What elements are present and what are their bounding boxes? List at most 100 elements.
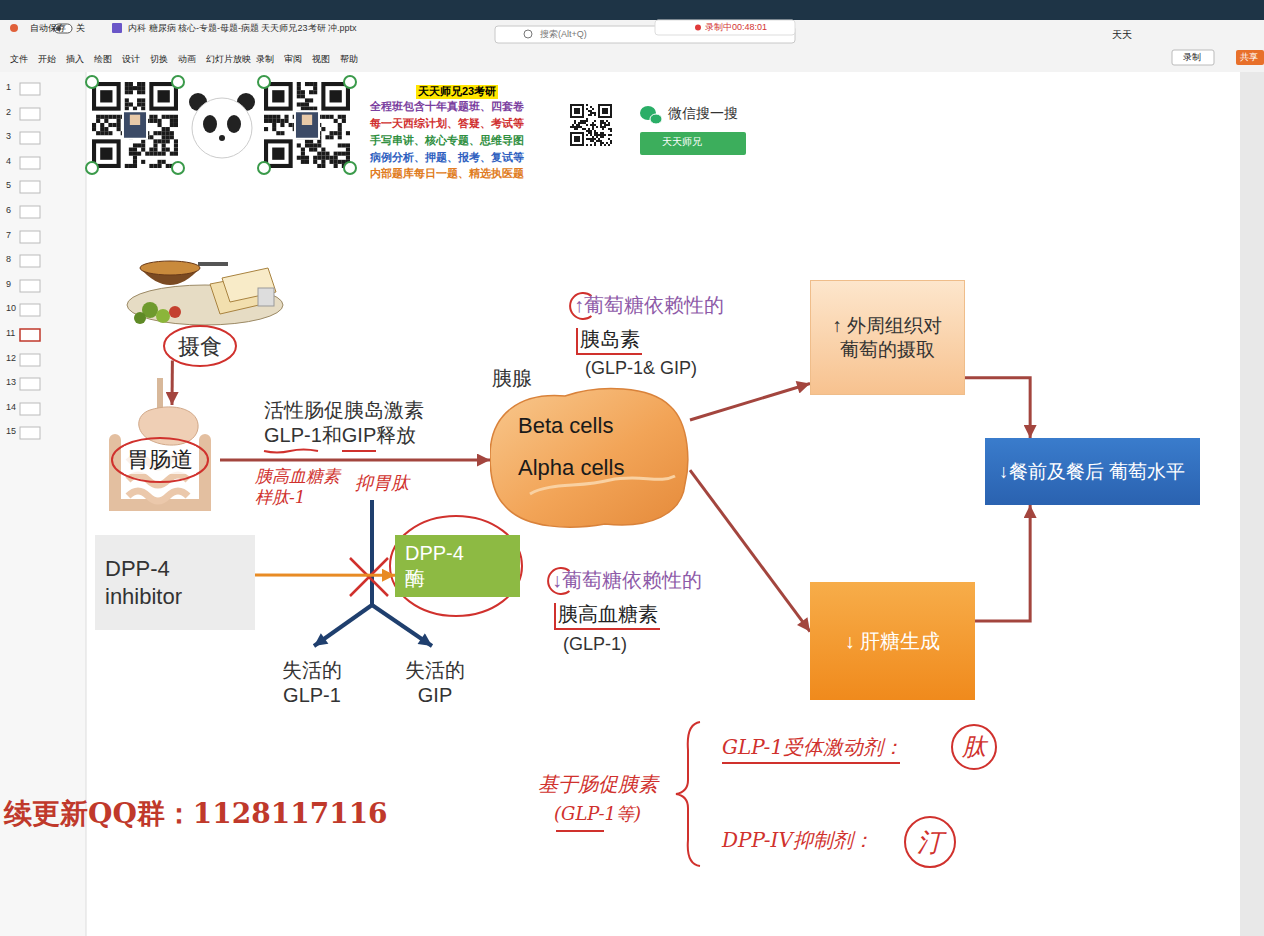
qr-code <box>592 108 594 110</box>
node-text: 摄食 <box>178 333 222 361</box>
qr-code <box>305 102 309 106</box>
qr-code <box>174 123 178 127</box>
qr-code <box>325 135 329 139</box>
handwritten-note: (GLP-1等) <box>554 803 641 826</box>
qr-code <box>172 76 184 88</box>
handwritten-mark <box>905 817 955 867</box>
qr-code <box>582 128 584 130</box>
qr-code <box>305 156 309 160</box>
qr-code <box>588 130 590 132</box>
ribbon-tab: 动画 <box>178 54 196 65</box>
qr-code <box>162 143 166 147</box>
qr-code <box>264 127 268 131</box>
qr-code <box>272 148 284 160</box>
qr-code <box>590 110 592 112</box>
qr-code <box>129 90 133 94</box>
qr-code <box>133 164 137 168</box>
qr-code <box>586 138 588 140</box>
qr-code <box>125 102 129 106</box>
qr-code <box>574 108 580 114</box>
qr-code <box>592 138 594 140</box>
banner-text: 天天师兄 <box>662 136 702 149</box>
qr-code <box>104 115 108 119</box>
qr-code <box>317 152 321 156</box>
qr-code <box>149 148 153 152</box>
qr-code <box>588 128 590 130</box>
qr-code <box>158 119 162 123</box>
handwritten-note: 胰高血糖素样肽-1 <box>255 466 345 509</box>
qr-code <box>112 115 116 119</box>
ribbon-tab: 切换 <box>150 54 168 65</box>
qr-code <box>321 127 325 131</box>
qr-code <box>588 132 590 134</box>
flow-arrow <box>690 384 810 420</box>
qr-code <box>592 126 594 128</box>
qr-code <box>276 131 280 135</box>
ribbon-tab: 幻灯片放映 <box>206 54 251 65</box>
qr-code <box>104 131 108 135</box>
qr-code <box>604 122 606 124</box>
qr-code <box>334 164 338 168</box>
handwritten-mark <box>164 326 236 366</box>
effect-label: 胰高血糖素 <box>558 602 658 627</box>
qr-code <box>162 152 166 156</box>
qr-code <box>297 90 301 94</box>
qr-code <box>141 143 145 147</box>
title-bar-text: 搜索(Alt+Q) <box>540 29 587 40</box>
qr-code <box>166 135 170 139</box>
qr-code <box>125 90 129 94</box>
qr-code <box>125 82 129 86</box>
slide-thumbnail <box>20 231 40 243</box>
effect-box: ↓ 肝糖生成 <box>810 582 975 700</box>
qr-code <box>317 156 321 160</box>
qr-code <box>170 135 174 139</box>
autosave-toggle <box>10 24 18 32</box>
handwritten-note: 肽 <box>962 732 986 762</box>
qr-code <box>313 160 317 164</box>
slide-thumbnail <box>20 427 40 439</box>
slide-thumbnail <box>20 403 40 415</box>
qr-code <box>276 119 280 123</box>
qr-code <box>334 131 338 135</box>
qr-code <box>268 119 272 123</box>
qr-code <box>301 148 305 152</box>
qr-code <box>158 123 162 127</box>
qr-code <box>145 152 149 156</box>
slide-thumbnail <box>20 329 40 341</box>
qr-code <box>309 107 313 111</box>
qr-code <box>301 152 305 156</box>
qr-code <box>258 162 270 174</box>
node-text: Beta cells <box>518 412 613 440</box>
qr-code <box>600 140 602 142</box>
qr-code <box>100 123 104 127</box>
qr-code <box>342 115 346 119</box>
qr-code <box>606 120 608 122</box>
qr-code <box>574 120 576 122</box>
qr-code <box>596 140 598 142</box>
qr-code <box>96 143 116 163</box>
qr-code <box>592 136 594 138</box>
result-box: ↓餐前及餐后 葡萄水平 <box>985 438 1200 505</box>
effect-box: ↑ 外周组织对 葡萄的摄取 <box>810 280 965 395</box>
slide-thumbnail <box>20 83 40 95</box>
qr-code <box>133 143 137 147</box>
qr-code <box>149 135 153 139</box>
qr-code <box>284 115 288 119</box>
qr-code <box>586 108 588 110</box>
qr-code <box>590 144 592 146</box>
qr-code <box>586 124 588 126</box>
qr-code <box>133 107 137 111</box>
ribbon-tab: 插入 <box>66 54 84 65</box>
flow-arrow <box>171 361 174 406</box>
qr-code <box>330 115 334 119</box>
qr-code <box>141 98 145 102</box>
qr-code <box>338 131 342 135</box>
qr-code <box>586 134 588 136</box>
qr-code <box>313 86 317 90</box>
qr-code <box>570 132 584 146</box>
qr-code <box>125 98 129 102</box>
qr-code <box>86 76 98 88</box>
qr-code <box>578 126 580 128</box>
qr-code <box>610 142 612 144</box>
qr-code <box>570 104 584 118</box>
